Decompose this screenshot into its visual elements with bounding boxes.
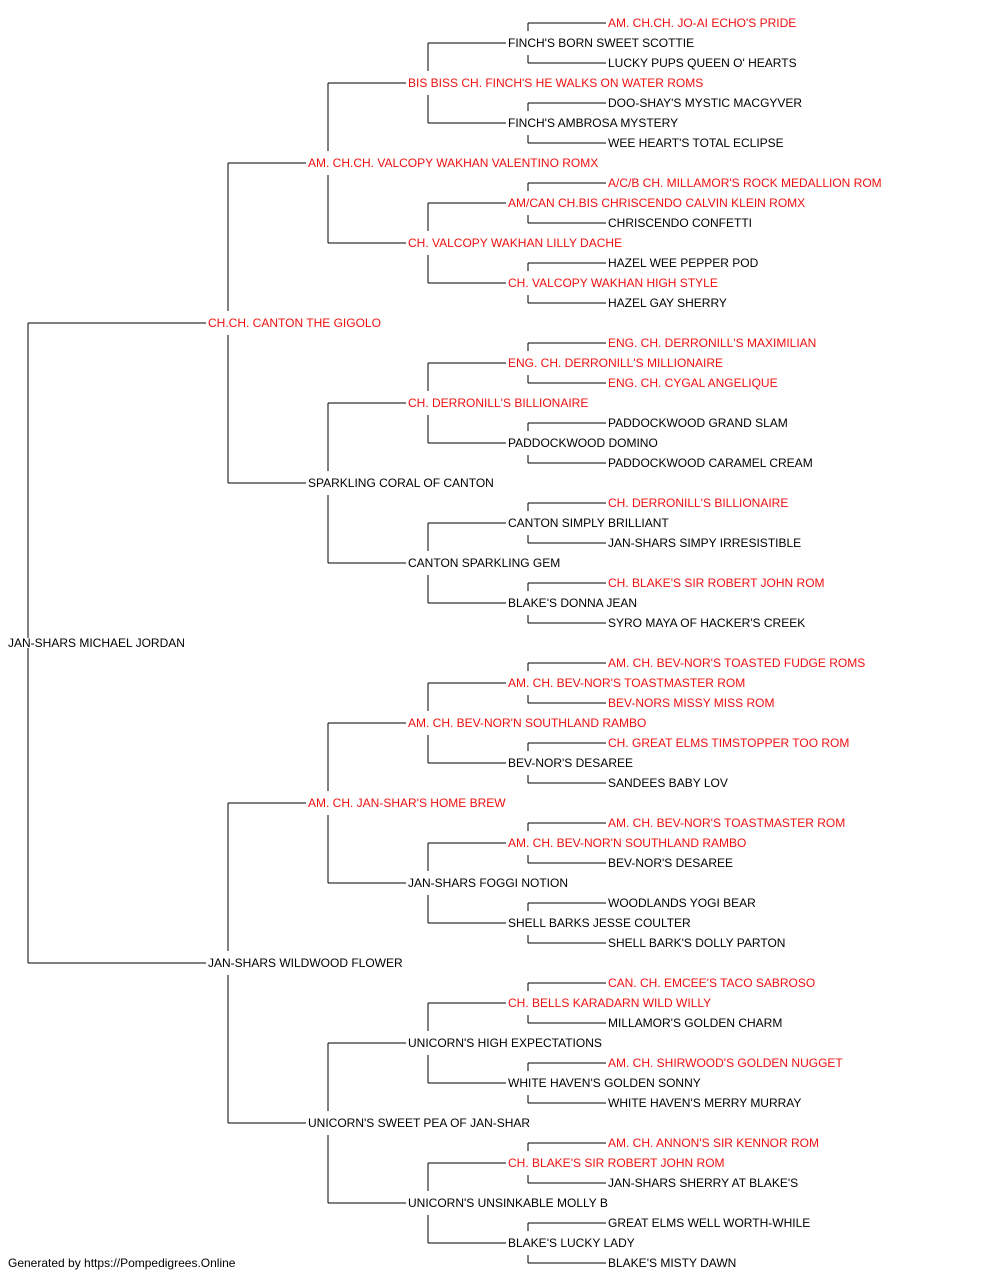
subject-sire: CH.CH. CANTON THE GIGOLO bbox=[208, 316, 381, 330]
subject-dam-sire-sire-dam-dam: SANDEES BABY LOV bbox=[608, 776, 728, 790]
subject-sire-sire: AM. CH.CH. VALCOPY WAKHAN VALENTINO ROMX bbox=[308, 156, 598, 170]
subject-dam-dam-sire: UNICORN'S HIGH EXPECTATIONS bbox=[408, 1036, 602, 1050]
subject-dam-sire-dam: JAN-SHARS FOGGI NOTION bbox=[408, 876, 568, 890]
subject-sire-dam-dam: CANTON SPARKLING GEM bbox=[408, 556, 560, 570]
subject-dam-dam: UNICORN'S SWEET PEA OF JAN-SHAR bbox=[308, 1116, 530, 1130]
subject-sire-sire-dam-dam: CH. VALCOPY WAKHAN HIGH STYLE bbox=[508, 276, 718, 290]
subject-dam-dam-dam-sire: CH. BLAKE'S SIR ROBERT JOHN ROM bbox=[508, 1156, 725, 1170]
subject-sire-dam-sire-dam-dam: PADDOCKWOOD CARAMEL CREAM bbox=[608, 456, 813, 470]
subject-sire-sire-dam-sire: AM/CAN CH.BIS CHRISCENDO CALVIN KLEIN RO… bbox=[508, 196, 805, 210]
subject-dam-sire-dam-sire: AM. CH. BEV-NOR'N SOUTHLAND RAMBO bbox=[508, 836, 746, 850]
subject-dam-sire-dam-dam: SHELL BARKS JESSE COULTER bbox=[508, 916, 691, 930]
subject-dam-sire-sire: AM. CH. BEV-NOR'N SOUTHLAND RAMBO bbox=[408, 716, 646, 730]
subject-dam: JAN-SHARS WILDWOOD FLOWER bbox=[208, 956, 403, 970]
subject-dam-dam-dam: UNICORN'S UNSINKABLE MOLLY B bbox=[408, 1196, 608, 1210]
subject-sire-dam-sire-sire: ENG. CH. DERRONILL'S MILLIONAIRE bbox=[508, 356, 723, 370]
subject-dam-sire-sire-sire-sire: AM. CH. BEV-NOR'S TOASTED FUDGE ROMS bbox=[608, 656, 865, 670]
subject-sire-sire-dam-dam-dam: HAZEL GAY SHERRY bbox=[608, 296, 727, 310]
subject-sire-dam-sire: CH. DERRONILL'S BILLIONAIRE bbox=[408, 396, 588, 410]
subject-dam-dam-sire-sire-dam: MILLAMOR'S GOLDEN CHARM bbox=[608, 1016, 782, 1030]
subject-dam-dam-dam-sire-dam: JAN-SHARS SHERRY AT BLAKE'S bbox=[608, 1176, 798, 1190]
subject-dam-dam-sire-sire: CH. BELLS KARADARN WILD WILLY bbox=[508, 996, 711, 1010]
subject-dam-sire-dam-dam-sire: WOODLANDS YOGI BEAR bbox=[608, 896, 756, 910]
subject-sire-dam: SPARKLING CORAL OF CANTON bbox=[308, 476, 494, 490]
subject-sire-dam-dam-dam: BLAKE'S DONNA JEAN bbox=[508, 596, 637, 610]
subject-dam-sire-dam-sire-sire: AM. CH. BEV-NOR'S TOASTMASTER ROM bbox=[608, 816, 845, 830]
subject-sire-sire-sire-sire-dam: LUCKY PUPS QUEEN O' HEARTS bbox=[608, 56, 797, 70]
subject-dam-sire-dam-dam-dam: SHELL BARK'S DOLLY PARTON bbox=[608, 936, 785, 950]
subject-sire-sire-sire-dam: FINCH'S AMBROSA MYSTERY bbox=[508, 116, 678, 130]
subject-sire-dam-sire-dam: PADDOCKWOOD DOMINO bbox=[508, 436, 658, 450]
subject-sire-sire-dam: CH. VALCOPY WAKHAN LILLY DACHE bbox=[408, 236, 622, 250]
subject-dam-sire-dam-sire-dam: BEV-NOR'S DESAREE bbox=[608, 856, 733, 870]
subject-sire-sire-dam-sire-sire: A/C/B CH. MILLAMOR'S ROCK MEDALLION ROM bbox=[608, 176, 882, 190]
subject-dam-sire-sire-dam-sire: CH. GREAT ELMS TIMSTOPPER TOO ROM bbox=[608, 736, 849, 750]
subject-dam-sire-sire-sire-dam: BEV-NORS MISSY MISS ROM bbox=[608, 696, 774, 710]
subject-sire-dam-sire-dam-sire: PADDOCKWOOD GRAND SLAM bbox=[608, 416, 788, 430]
subject-dam-dam-sire-dam-dam: WHITE HAVEN'S MERRY MURRAY bbox=[608, 1096, 801, 1110]
subject-dam-dam-dam-dam-sire: GREAT ELMS WELL WORTH-WHILE bbox=[608, 1216, 810, 1230]
subject-sire-dam-sire-sire-sire: ENG. CH. DERRONILL'S MAXIMILIAN bbox=[608, 336, 816, 350]
subject-dam-sire-sire-dam: BEV-NOR'S DESAREE bbox=[508, 756, 633, 770]
footer-credit: Generated by https://Pompedigrees.Online bbox=[8, 1256, 236, 1270]
subject-sire-dam-dam-sire-dam: JAN-SHARS SIMPY IRRESISTIBLE bbox=[608, 536, 801, 550]
subject-sire-sire-sire-dam-dam: WEE HEART'S TOTAL ECLIPSE bbox=[608, 136, 784, 150]
subject-sire-dam-dam-dam-dam: SYRO MAYA OF HACKER'S CREEK bbox=[608, 616, 805, 630]
subject-dam-sire: AM. CH. JAN-SHAR'S HOME BREW bbox=[308, 796, 506, 810]
subject-sire-sire-dam-sire-dam: CHRISCENDO CONFETTI bbox=[608, 216, 752, 230]
subject-dam-dam-sire-dam-sire: AM. CH. SHIRWOOD'S GOLDEN NUGGET bbox=[608, 1056, 843, 1070]
subject-sire-sire-sire-dam-sire: DOO-SHAY'S MYSTIC MACGYVER bbox=[608, 96, 802, 110]
subject-sire-dam-dam-sire-sire: CH. DERRONILL'S BILLIONAIRE bbox=[608, 496, 788, 510]
subject-sire-dam-dam-dam-sire: CH. BLAKE'S SIR ROBERT JOHN ROM bbox=[608, 576, 825, 590]
subject-sire-dam-sire-sire-dam: ENG. CH. CYGAL ANGELIQUE bbox=[608, 376, 778, 390]
subject-dam-sire-sire-sire: AM. CH. BEV-NOR'S TOASTMASTER ROM bbox=[508, 676, 745, 690]
subject-dam-dam-sire-dam: WHITE HAVEN'S GOLDEN SONNY bbox=[508, 1076, 701, 1090]
subject-dam-dam-dam-sire-sire: AM. CH. ANNON'S SIR KENNOR ROM bbox=[608, 1136, 819, 1150]
subject-sire-sire-sire-sire: FINCH'S BORN SWEET SCOTTIE bbox=[508, 36, 694, 50]
subject-sire-sire-dam-dam-sire: HAZEL WEE PEPPER POD bbox=[608, 256, 759, 270]
subject-dam-dam-dam-dam-dam: BLAKE'S MISTY DAWN bbox=[608, 1256, 736, 1270]
subject-dam-dam-sire-sire-sire: CAN. CH. EMCEE'S TACO SABROSO bbox=[608, 976, 815, 990]
subject: JAN-SHARS MICHAEL JORDAN bbox=[8, 636, 185, 650]
subject-sire-sire-sire-sire-sire: AM. CH.CH. JO-AI ECHO'S PRIDE bbox=[608, 16, 796, 30]
subject-sire-dam-dam-sire: CANTON SIMPLY BRILLIANT bbox=[508, 516, 669, 530]
subject-sire-sire-sire: BIS BISS CH. FINCH'S HE WALKS ON WATER R… bbox=[408, 76, 703, 90]
subject-dam-dam-dam-dam: BLAKE'S LUCKY LADY bbox=[508, 1236, 635, 1250]
